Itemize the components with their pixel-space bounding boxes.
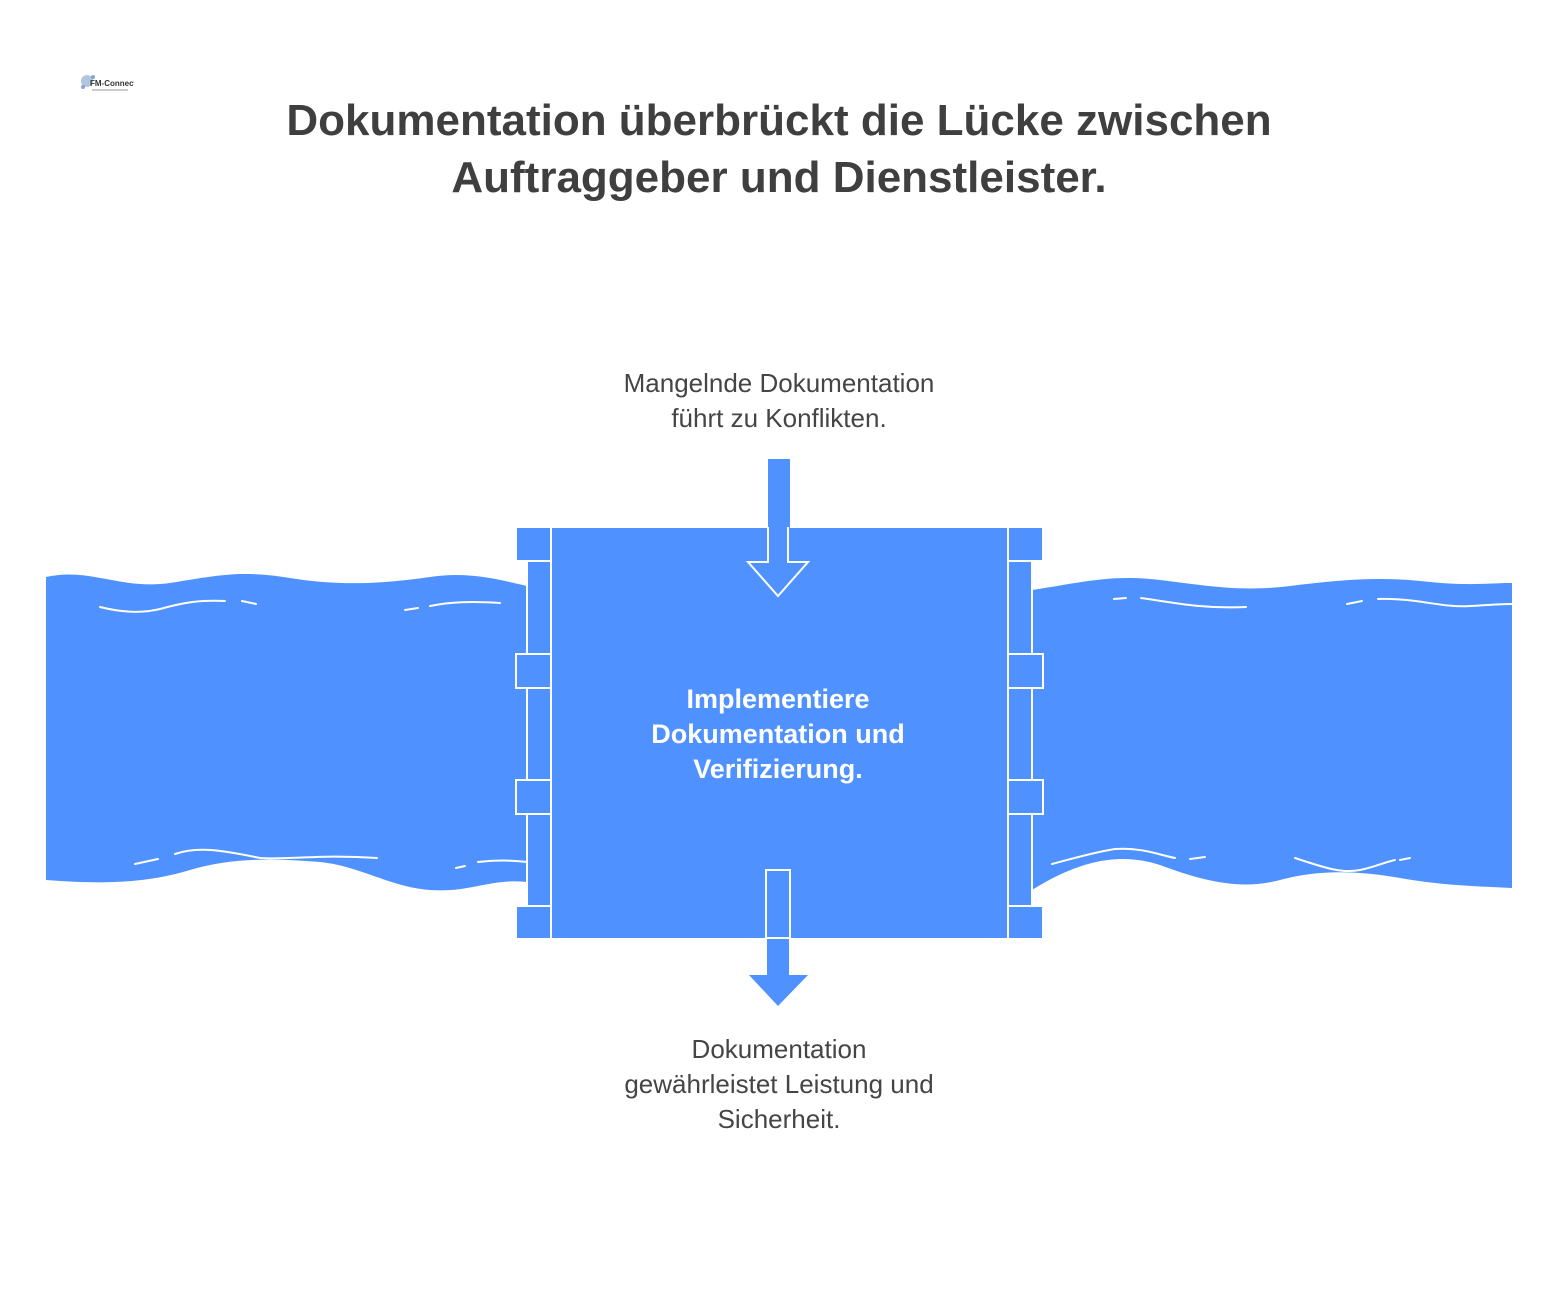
left-river <box>46 573 527 891</box>
logo-text: FM-Connect.com <box>90 79 134 88</box>
left-wave-lines <box>99 599 528 869</box>
bottom-note-line-2: gewährleistet Leistung und <box>624 1069 934 1099</box>
title-line-1: Dokumentation überbrückt die Lücke zwisc… <box>286 96 1272 145</box>
center-line-2: Dokumentation und <box>651 719 905 749</box>
fm-connect-logo: FM-Connect.com <box>78 70 134 96</box>
bottom-note-line-3: Sicherheit. <box>717 1104 841 1134</box>
page-title: Dokumentation überbrückt die Lücke zwisc… <box>0 92 1558 206</box>
bottom-note: Dokumentation gewährleistet Leistung und… <box>579 1032 979 1137</box>
center-line-1: Implementiere <box>686 684 870 714</box>
top-note-line-2: führt zu Konflikten. <box>671 403 887 433</box>
right-river <box>1032 578 1512 890</box>
bottom-note-line-1: Dokumentation <box>691 1034 867 1064</box>
arrow-down-outline-icon <box>745 459 811 598</box>
center-line-3: Verifizierung. <box>693 754 863 784</box>
center-box-label: Implementiere Dokumentation und Verifizi… <box>620 682 936 787</box>
logo-mark: FM-Connect.com <box>81 75 134 91</box>
right-rail <box>1007 526 1044 940</box>
top-note: Mangelnde Dokumentation führt zu Konflik… <box>579 366 979 436</box>
top-note-line-1: Mangelnde Dokumentation <box>623 368 935 398</box>
right-wave-lines <box>1051 597 1513 873</box>
left-rail <box>515 526 552 940</box>
title-line-2: Auftraggeber und Dienstleister. <box>451 153 1107 202</box>
arrow-down-solid-icon <box>749 869 808 1006</box>
